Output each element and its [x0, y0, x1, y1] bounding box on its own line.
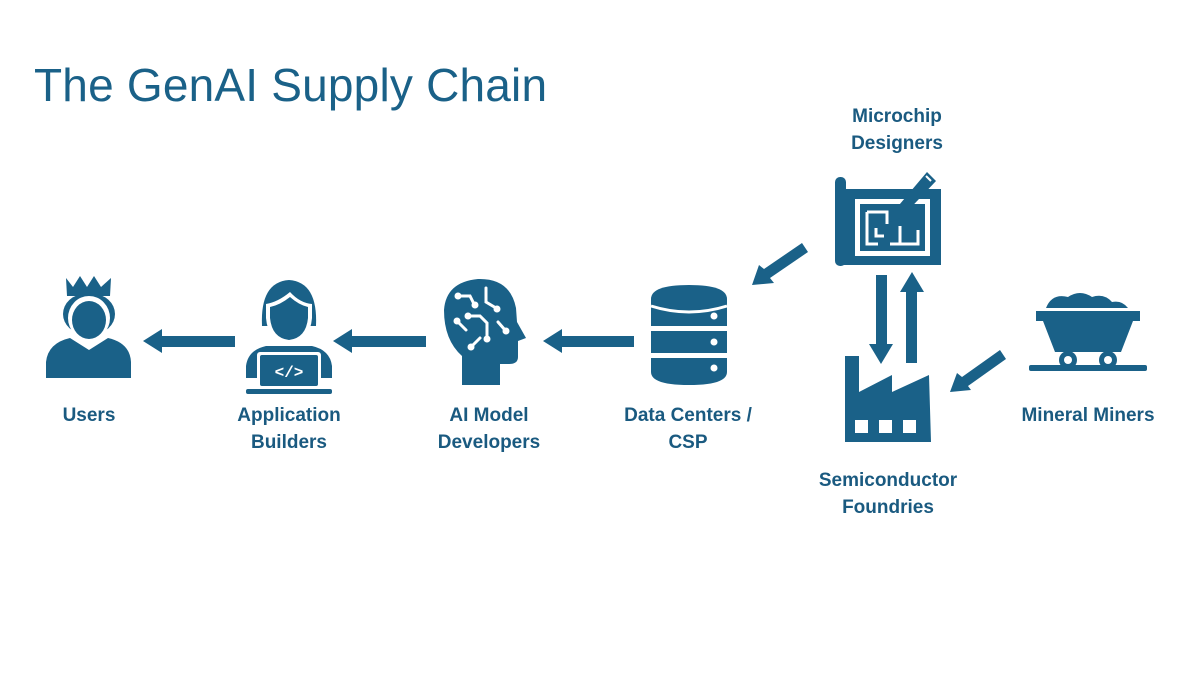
svg-text:</>: </> [275, 364, 304, 382]
node-label-users: Users [62, 405, 116, 426]
node-label-semiconductor-foundries: Semiconductor Foundries [818, 470, 958, 518]
factory-icon [845, 356, 931, 442]
blueprint-pencil-icon [835, 172, 941, 266]
node-label-data-centers: Data Centers / CSP [624, 405, 752, 453]
page-title: The GenAI Supply Chain [34, 59, 548, 111]
node-label-application-builders: Application Builders [237, 405, 341, 453]
arrow-app-builders-to-users [143, 329, 235, 353]
mine-cart-icon [1029, 293, 1147, 371]
node-label-mineral-miners: Mineral Miners [1021, 405, 1155, 426]
brain-circuit-icon [444, 278, 526, 385]
arrow-microchip-to-foundries [869, 275, 893, 364]
arrow-foundries-to-microchip [900, 272, 924, 363]
arrow-data-centers-to-ai-model [543, 329, 634, 353]
arrow-ai-model-to-app-builders [333, 329, 426, 353]
queen-person-icon [46, 276, 131, 378]
node-label-ai-model-developers: AI Model Developers [437, 405, 541, 453]
arrow-microchip-to-data-centers [752, 243, 808, 285]
developer-laptop-icon: </> [246, 280, 332, 394]
arrow-miners-to-foundries [950, 350, 1006, 392]
node-label-microchip-designers: Microchip Designers [851, 106, 943, 154]
database-icon [650, 285, 728, 385]
